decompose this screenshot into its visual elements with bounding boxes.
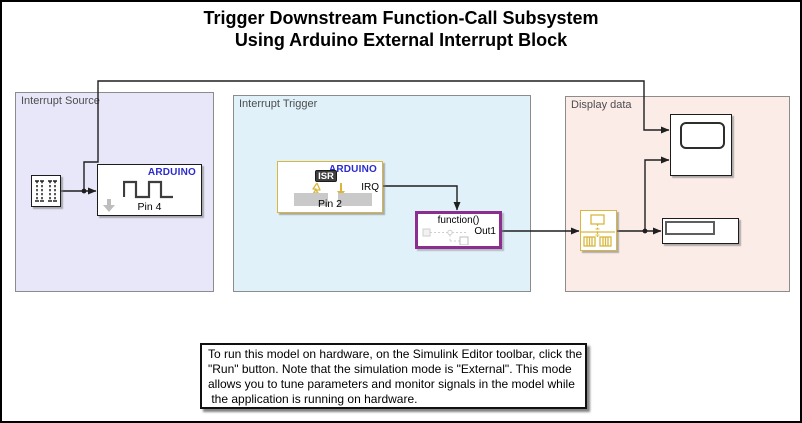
function-call-title: function() bbox=[437, 215, 480, 226]
model-title-line1: Trigger Downstream Function-Call Subsyst… bbox=[203, 8, 599, 28]
square-wave-icon bbox=[123, 180, 173, 199]
wire-irq-to-function[interactable] bbox=[383, 185, 461, 211]
pin2-label: Pin 2 bbox=[318, 198, 342, 210]
function-call-subsystem-block[interactable]: function() Out1 bbox=[415, 211, 502, 249]
scope-screen bbox=[680, 122, 725, 149]
model-title-line2: Using Arduino External Interrupt Block bbox=[234, 30, 568, 50]
rate-transition-block[interactable] bbox=[580, 210, 617, 251]
arduino-brand-label: ARDUINO bbox=[328, 164, 377, 175]
note-line: the application is running on hardware. bbox=[208, 392, 418, 406]
digital-output-pin4-block[interactable]: ARDUINO Pin 4 bbox=[97, 164, 202, 216]
note-line: To run this model on hardware, on the Si… bbox=[208, 347, 583, 361]
isr-terminal-right bbox=[338, 193, 372, 206]
wire-branch-dot bbox=[642, 228, 648, 234]
out1-port-label: Out1 bbox=[474, 226, 496, 237]
download-arrow-icon bbox=[103, 199, 115, 212]
external-interrupt-block[interactable]: ARDUINO ISR Pin 2 IRQ bbox=[277, 161, 383, 213]
arduino-brand-label: ARDUINO bbox=[147, 167, 196, 178]
scope-block[interactable] bbox=[670, 114, 732, 176]
wire-branch-to-scope[interactable] bbox=[644, 156, 670, 231]
pin4-label: Pin 4 bbox=[137, 201, 162, 213]
note-line: allows you to tune parameters and monito… bbox=[208, 377, 575, 391]
wire-branch-dot bbox=[81, 188, 87, 194]
signal-source-block[interactable] bbox=[31, 175, 61, 207]
isr-terminal-left bbox=[294, 193, 328, 206]
subsystem-preview-icon bbox=[422, 228, 469, 245]
signal-editor-icon bbox=[35, 180, 57, 202]
area-display-data-label: Display data bbox=[571, 99, 632, 111]
note-line: "Run" button. Note that the simulation m… bbox=[208, 362, 572, 376]
area-interrupt-source-label: Interrupt Source bbox=[21, 95, 100, 107]
display-value-box bbox=[665, 221, 715, 235]
display-block[interactable] bbox=[662, 218, 739, 244]
area-interrupt-trigger-label: Interrupt Trigger bbox=[239, 98, 318, 110]
isr-badge: ISR bbox=[315, 170, 337, 182]
rate-transition-icon bbox=[581, 214, 615, 247]
model-title: Trigger Downstream Function-Call Subsyst… bbox=[2, 7, 800, 51]
instruction-note[interactable]: To run this model on hardware, on the Si… bbox=[200, 343, 587, 409]
irq-port-label: IRQ bbox=[361, 182, 379, 193]
wire-feedback-to-scope[interactable] bbox=[83, 80, 670, 191]
